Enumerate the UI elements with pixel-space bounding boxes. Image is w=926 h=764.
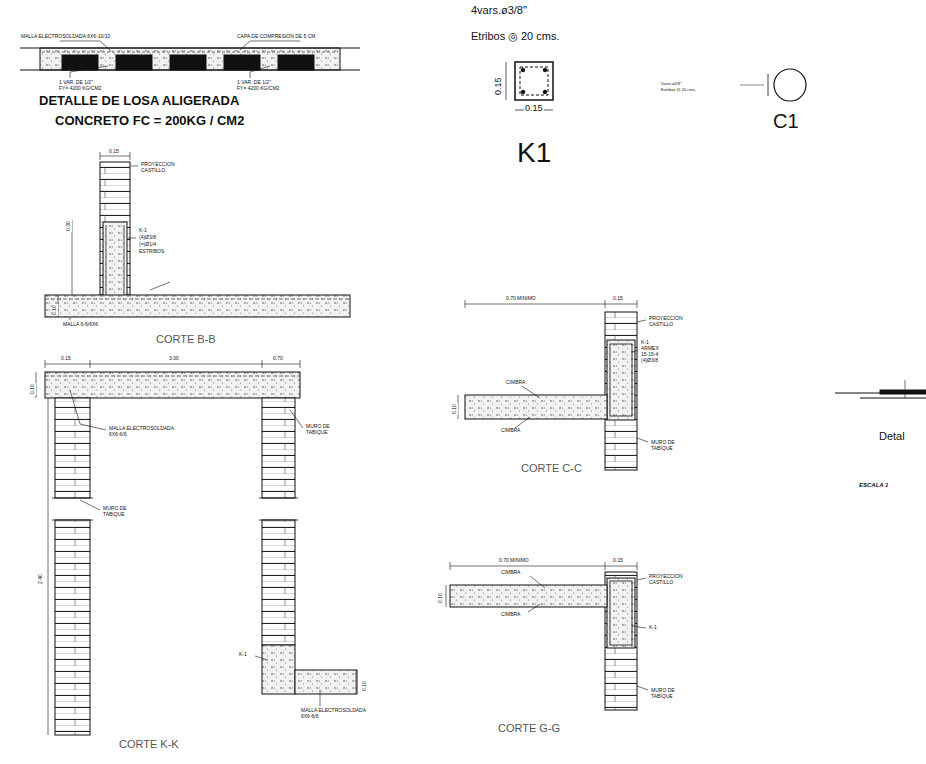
annotation-text: 6X6-6/6 xyxy=(300,714,320,720)
annotation-text: 0.70 xyxy=(272,356,284,362)
annotation-text: (4)Ø3/8 xyxy=(640,358,659,364)
annotation-text: K-1 xyxy=(648,625,658,631)
dimension-text: 0.30 xyxy=(66,220,72,232)
section-title: CORTE K-K xyxy=(118,738,180,750)
annotation-text: CASTILLO xyxy=(648,580,674,586)
annotation-text: (4)Ø3/8 xyxy=(138,235,157,241)
annotation-text: TABIQUE xyxy=(650,694,674,700)
annotation-text: K-1 xyxy=(640,340,650,346)
annotation-text: MALLA ELECTROSOLDADA xyxy=(300,708,367,714)
annotation-text: (=)Ø1/4 xyxy=(138,242,157,248)
annotation-text: 5vars.ø3/8" xyxy=(660,82,682,86)
annotation-text: 0.70 MINIMO xyxy=(505,296,537,302)
annotation-text: K-1 xyxy=(138,228,148,234)
annotation-text: CIMBRA xyxy=(500,612,521,618)
detail-title: DETALLE DE LOSA ALIGERADA xyxy=(38,94,240,108)
detail-title: C1 xyxy=(772,110,800,132)
annotation-text: MALLA ELECTROSOLDADA 6X6-10/10 xyxy=(20,34,111,40)
dimension-text: 0.10 xyxy=(52,304,58,316)
annotation-text: K-1 xyxy=(238,652,248,658)
annotation-text: FY= 4200 KG/CM2 xyxy=(58,86,102,92)
annotation-text: 0.15 xyxy=(612,296,624,302)
detail-title: 4vars.ø3/8" xyxy=(470,4,528,16)
annotation-text: MURO DE xyxy=(102,506,128,512)
annotation-text: CAPA DE COMPRESION DE 5 CM xyxy=(236,34,317,40)
dimension-text: 0.10 xyxy=(30,383,36,395)
detail-title: K1 xyxy=(516,138,552,169)
annotation-text: 1 VAR. DE 1/2" xyxy=(58,80,94,86)
dimension-text: 0.10 xyxy=(452,403,458,415)
annotation-text: 0.70 MINIMO xyxy=(498,558,530,564)
dimension-text: 0.10 xyxy=(362,680,368,692)
annotation-text: 0.15 xyxy=(612,558,624,564)
annotation-text: PROYECCION xyxy=(140,162,176,168)
annotation-text: 6X6-6/6 xyxy=(108,432,128,438)
detail-title: CONCRETO FC = 200KG / CM2 xyxy=(54,114,245,128)
section-title: CORTE B-B xyxy=(155,333,217,345)
annotation-text: MALLA 6-6/6X6 xyxy=(62,322,99,328)
annotation-text: CIMBRA xyxy=(505,380,526,386)
dimension-text: 0.10 xyxy=(438,592,444,604)
annotation-text: ARMEX xyxy=(640,346,660,352)
annotation-text: TABIQUE xyxy=(650,446,674,452)
annotation-text: ESCALA 1 xyxy=(858,482,889,489)
annotation-text: 0.15 xyxy=(60,356,72,362)
detail-title: Detal xyxy=(878,430,906,442)
annotation-text: MALLA ELECTROSOLDADA xyxy=(108,426,175,432)
annotation-text: PROYECCION xyxy=(648,574,684,580)
annotation-text: 3.00 xyxy=(168,356,180,362)
annotation-text: CASTILLO xyxy=(140,168,166,174)
annotation-text: TABIQUE xyxy=(102,512,126,518)
annotation-text: MURO DE xyxy=(305,424,331,430)
annotation-text: 0.15 xyxy=(524,104,544,114)
annotation-text: PROYECCION xyxy=(648,316,684,322)
annotation-text: ESTRIBOS xyxy=(138,249,165,255)
annotation-text: MURO DE xyxy=(650,688,676,694)
annotation-text: CIMBRA xyxy=(500,570,521,576)
annotation-text: Estribos @ 20 cms. xyxy=(660,88,697,92)
annotation-text: 1 VAR. DE 1/2" xyxy=(236,80,272,86)
dimension-text: 0.15 xyxy=(494,76,504,96)
dimension-text: 2.40 xyxy=(38,573,44,585)
annotation-text: MURO DE xyxy=(650,440,676,446)
annotation-text: CASTILLO xyxy=(648,322,674,328)
annotation-text: TABIQUE xyxy=(305,430,329,436)
annotation-text: CIMBRA xyxy=(500,428,521,434)
detail-title: Etribos ◎ 20 cms. xyxy=(470,30,560,42)
section-title: CORTE G-G xyxy=(497,722,561,734)
section-title: CORTE C-C xyxy=(520,462,583,474)
annotation-text: 0.15 xyxy=(108,149,120,155)
annotation-text: FY= 4200 KG/CM2 xyxy=(236,86,280,92)
annotation-text: 15-15-4 xyxy=(640,352,659,358)
